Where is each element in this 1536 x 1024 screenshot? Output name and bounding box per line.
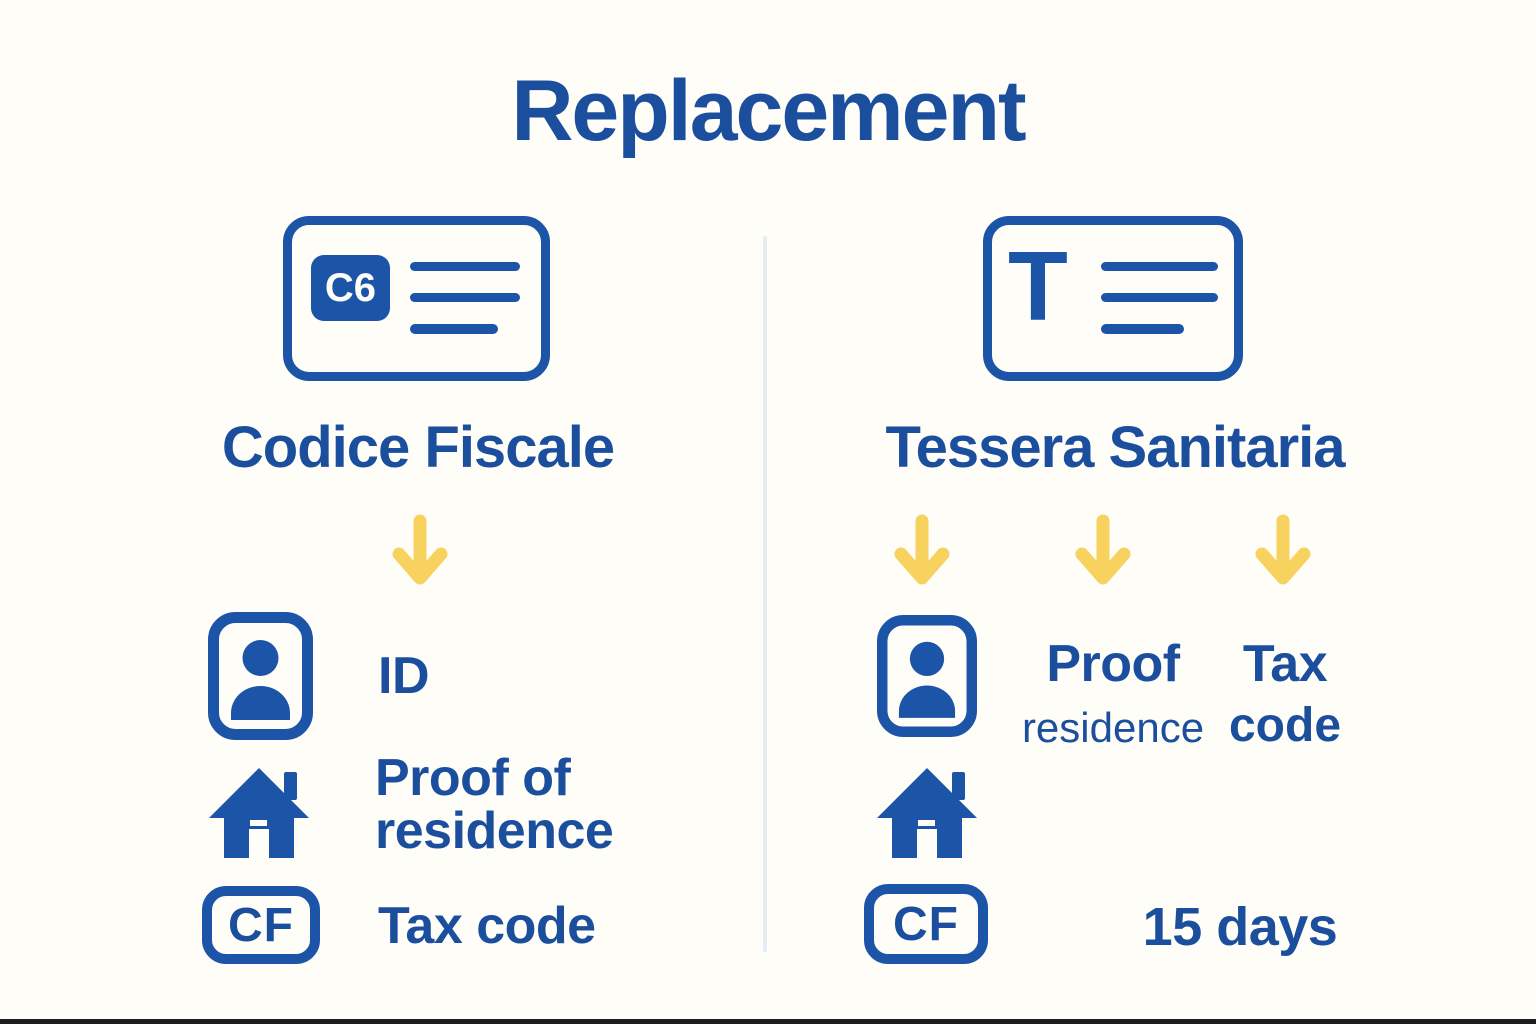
- down-arrow-icon: [1255, 514, 1311, 585]
- cf-badge-icon: CF: [864, 884, 988, 964]
- house-icon: [877, 768, 977, 858]
- card-text-line: [410, 293, 520, 302]
- id-label: ID: [378, 647, 430, 705]
- card-chip-badge: C6: [311, 255, 390, 321]
- code-line: code: [1228, 699, 1342, 752]
- cf-badge-icon: CF: [202, 886, 320, 964]
- card-text-line: [1101, 324, 1184, 334]
- tax-code-label: Tax code: [378, 897, 596, 955]
- down-arrow-icon: [1075, 514, 1131, 585]
- codice-fiscale-card-icon: C6: [283, 216, 550, 381]
- tax-line: Tax: [1242, 635, 1328, 693]
- residence-line: residence: [1021, 704, 1205, 751]
- tax-code-requirement: Tax code: [1135, 634, 1435, 753]
- card-text-line: [410, 262, 520, 271]
- person-id-icon: [208, 612, 313, 740]
- page-title: Replacement: [511, 63, 1026, 159]
- card-text-line: [410, 324, 498, 334]
- proof-line: Proof: [1046, 635, 1180, 693]
- bottom-edge-bar: [0, 1019, 1536, 1024]
- codice-fiscale-heading: Codice Fiscale: [221, 415, 615, 480]
- down-arrow-icon: [392, 514, 448, 585]
- proof-of-residence-label: Proof of residence: [375, 749, 614, 860]
- tessera-sanitaria-card-icon: T: [983, 216, 1243, 381]
- card-letter: T: [1008, 231, 1068, 341]
- column-divider: [763, 236, 767, 952]
- card-text-line: [1101, 293, 1218, 302]
- tessera-sanitaria-heading: Tessera Sanitaria: [885, 415, 1345, 480]
- proof-of-residence-line1: Proof of: [375, 749, 571, 807]
- card-text-line: [1101, 262, 1218, 271]
- house-icon: [209, 768, 309, 858]
- person-id-icon: [877, 615, 977, 737]
- proof-residence-requirement: Proof residence: [963, 634, 1263, 752]
- down-arrow-icon: [894, 514, 950, 585]
- duration-label: 15 days: [1142, 897, 1338, 957]
- proof-of-residence-line2: residence: [375, 802, 614, 860]
